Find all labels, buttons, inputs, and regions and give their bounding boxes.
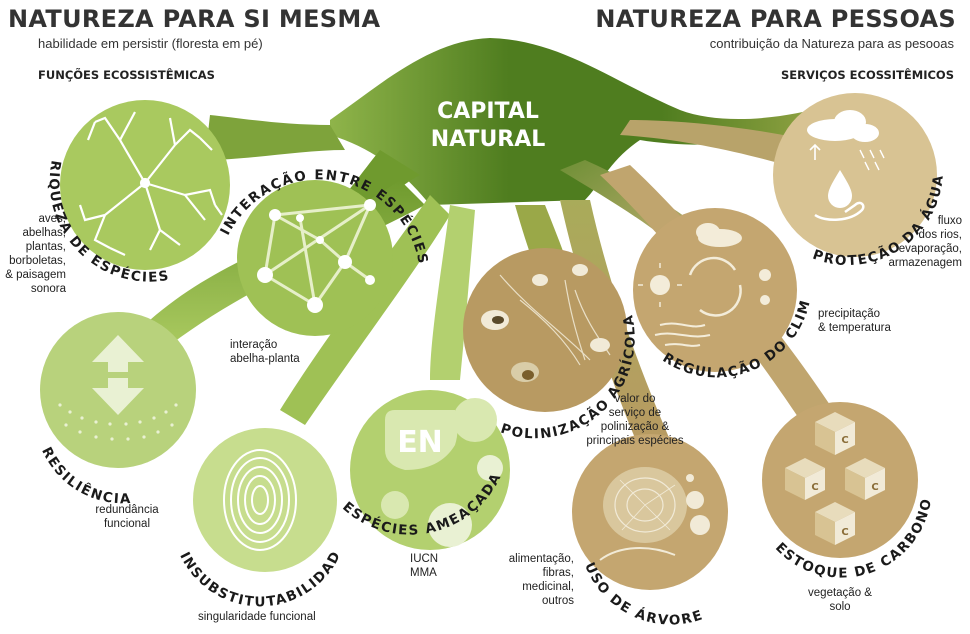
water-drop-icon	[828, 170, 852, 208]
leaf-shape	[385, 410, 458, 470]
riqueza-bubble	[60, 100, 230, 270]
cloud-rain-icon	[807, 110, 879, 142]
insect-icons	[481, 264, 610, 382]
right-title: NATUREZA PARA PESSOAS	[595, 5, 956, 33]
carbono-note: vegetação &solo	[808, 587, 872, 613]
arvores-bubble	[572, 434, 728, 590]
climate-cycle-icon	[688, 256, 742, 317]
flight-trails	[499, 274, 611, 366]
agua-bubble	[773, 93, 937, 257]
carbon-cubes-icon	[785, 412, 885, 545]
cloud-icon	[696, 223, 742, 247]
wind-icon	[654, 322, 711, 347]
left-title: NATUREZA PARA SI MESMA	[8, 5, 381, 33]
right-subtitle: contribuição da Natureza para as pesooas	[709, 36, 954, 51]
cube-c-label: C	[841, 527, 848, 538]
evaporation-arrow-icon	[809, 143, 821, 160]
fingerprint-icon	[223, 449, 297, 551]
clima-note: precipitação& temperatura	[818, 308, 891, 334]
riqueza-note: aves,abelhas, plantas,borboletas, & pais…	[5, 213, 66, 295]
branch-riqueza	[205, 115, 345, 160]
insubstitutabilidade-note: singularidade funcional	[198, 611, 316, 623]
left-section-label: FUNÇÕES ECOSSISTÊMICAS	[38, 68, 215, 82]
interacao-bubble	[237, 180, 393, 336]
left-subtitle: habilidade em persistir (floresta em pé)	[38, 36, 263, 51]
center-label-line1: CAPITAL	[437, 99, 539, 124]
hand-icon	[814, 201, 865, 221]
resiliencia-bubble	[40, 312, 196, 468]
cube-c-label: C	[841, 435, 848, 446]
cube-c-label: C	[811, 482, 818, 493]
double-arrow-icon	[92, 335, 144, 415]
fruit-icons	[686, 474, 710, 535]
cube-c-label: C	[871, 482, 878, 493]
right-section-label: SERVIÇOS ECOSSITÊMICOS	[781, 68, 954, 82]
clima-bubble	[633, 208, 797, 372]
leaf-frond-icon	[599, 547, 676, 561]
ameacadas-bubble: EN	[350, 390, 510, 550]
center-label-line2: NATURAL	[431, 127, 546, 152]
insubstitutabilidade-bubble	[193, 428, 337, 572]
polinizacao-bubble	[463, 248, 627, 412]
sun-icon	[650, 275, 670, 295]
en-badge: EN	[397, 425, 443, 460]
central-crown	[330, 38, 840, 205]
carbono-bubble: C C C C	[762, 402, 918, 558]
phylogenetic-tree-icon	[78, 111, 223, 256]
arvores-note: alimentação,fibras, medicinal,outros	[508, 553, 574, 607]
